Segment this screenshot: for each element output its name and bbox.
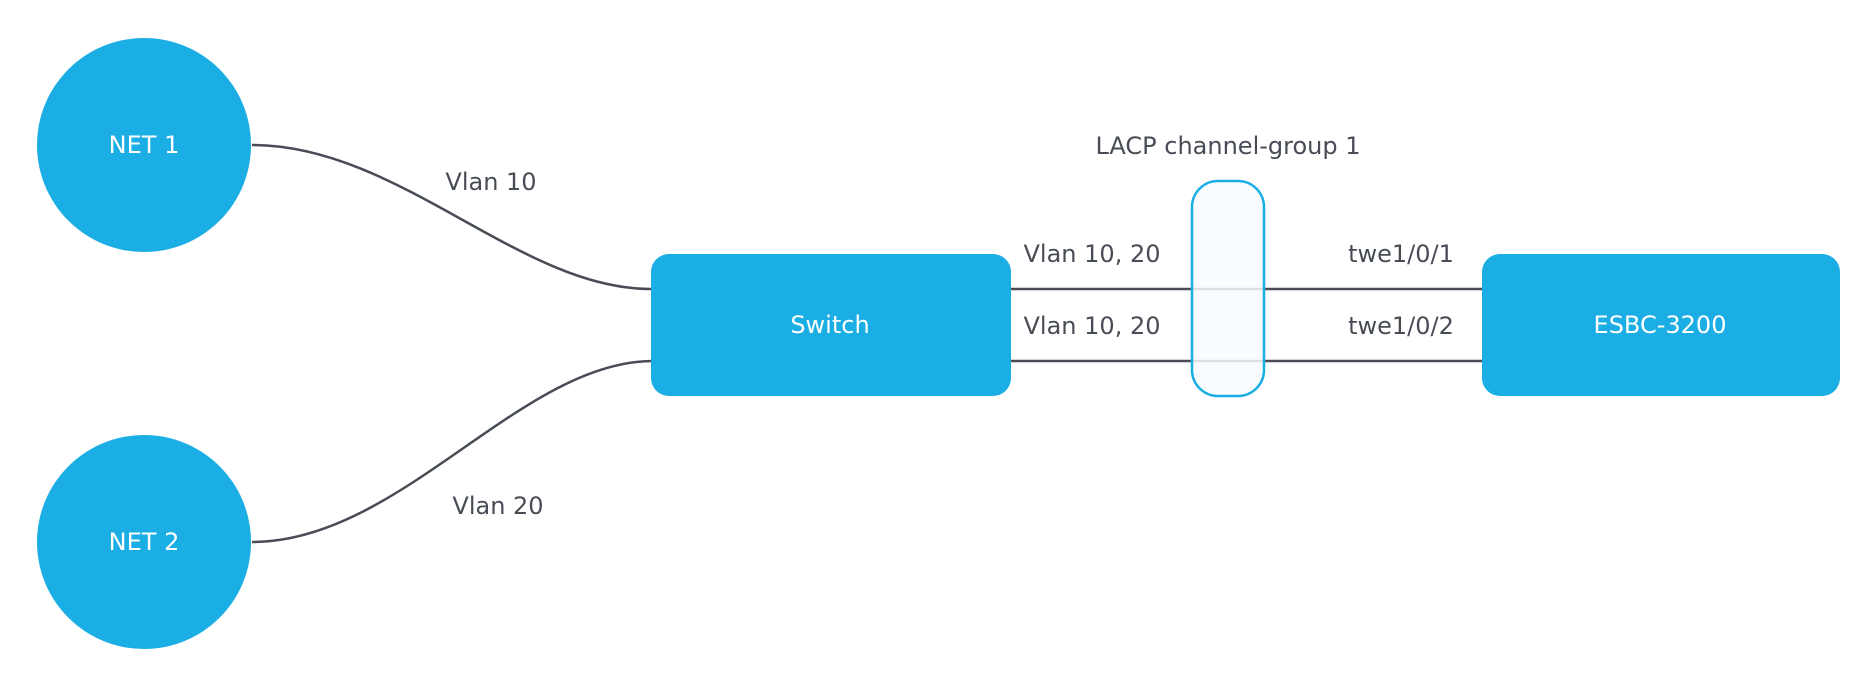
lacp-label: LACP channel-group 1 — [1095, 132, 1360, 160]
net1-vlan-label: Vlan 10 — [445, 168, 536, 196]
link-net1-switch — [251, 143, 653, 291]
net2-label: NET 2 — [109, 528, 180, 556]
trunk-top-vlan-label: Vlan 10, 20 — [1024, 240, 1161, 268]
port-top-label: twe1/0/1 — [1348, 240, 1454, 268]
trunk-bottom-vlan-label: Vlan 10, 20 — [1024, 312, 1161, 340]
link-net2-switch — [251, 359, 653, 544]
port-bottom-label: twe1/0/2 — [1348, 312, 1454, 340]
esbc-label: ESBC-3200 — [1594, 311, 1727, 339]
net2-vlan-label: Vlan 20 — [452, 492, 543, 520]
switch-node — [651, 254, 1011, 396]
switch-label: Switch — [790, 311, 869, 339]
esbc-node — [1482, 254, 1840, 396]
net1-label: NET 1 — [109, 131, 180, 159]
net1-node — [37, 38, 251, 252]
net2-node — [37, 435, 251, 649]
lacp-channel-group — [1190, 179, 1266, 398]
